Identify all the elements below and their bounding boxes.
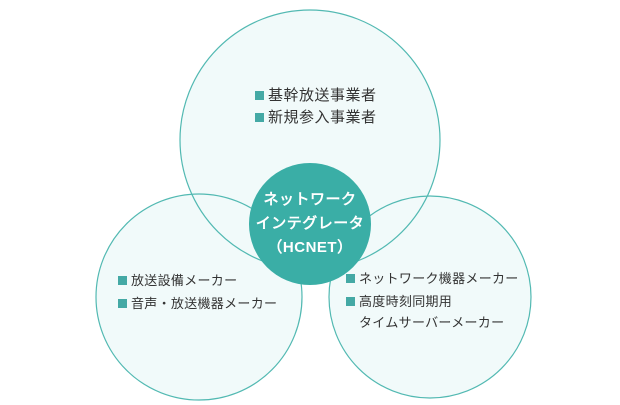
center-circle-label: ネットワーク インテグレータ （HCNET） [230, 188, 390, 260]
list-item: 高度時刻同期用 タイムサーバーメーカー [346, 291, 519, 333]
center-label-line: ネットワーク [263, 191, 357, 208]
right-circle-list: ネットワーク機器メーカー 高度時刻同期用 タイムサーバーメーカー [346, 268, 519, 335]
list-item-label: 高度時刻同期用 [359, 294, 453, 309]
list-item-label: ネットワーク機器メーカー [359, 271, 519, 286]
list-item-label: 基幹放送事業者 [268, 87, 377, 104]
list-item: ネットワーク機器メーカー [346, 268, 519, 289]
square-bullet-icon [255, 91, 264, 100]
list-item: 新規参入事業者 [255, 107, 377, 129]
list-item-label: 音声・放送機器メーカー [131, 296, 278, 311]
list-item-label: 放送設備メーカー [131, 273, 238, 288]
list-item-label: 新規参入事業者 [268, 109, 377, 126]
right-circle-fill [329, 196, 531, 398]
top-circle-list: 基幹放送事業者 新規参入事業者 [255, 85, 377, 129]
square-bullet-icon [118, 299, 127, 308]
square-bullet-icon [346, 274, 355, 283]
list-item-label: タイムサーバーメーカー [359, 315, 505, 330]
square-bullet-icon [346, 297, 355, 306]
list-item-multiline: 高度時刻同期用 タイムサーバーメーカー [359, 291, 504, 333]
right-circle-outline [328, 195, 532, 399]
square-bullet-icon [118, 276, 127, 285]
list-item: 基幹放送事業者 [255, 85, 377, 107]
list-item: 音声・放送機器メーカー [118, 292, 277, 315]
center-label-line: （HCNET） [267, 239, 353, 256]
center-label-line: インテグレータ [255, 215, 365, 232]
left-circle-fill [96, 194, 302, 400]
left-circle-list: 放送設備メーカー 音声・放送機器メーカー [118, 269, 277, 315]
left-circle-outline [95, 193, 303, 401]
square-bullet-icon [255, 113, 264, 122]
list-item: 放送設備メーカー [118, 269, 277, 292]
center-circle [249, 163, 371, 285]
